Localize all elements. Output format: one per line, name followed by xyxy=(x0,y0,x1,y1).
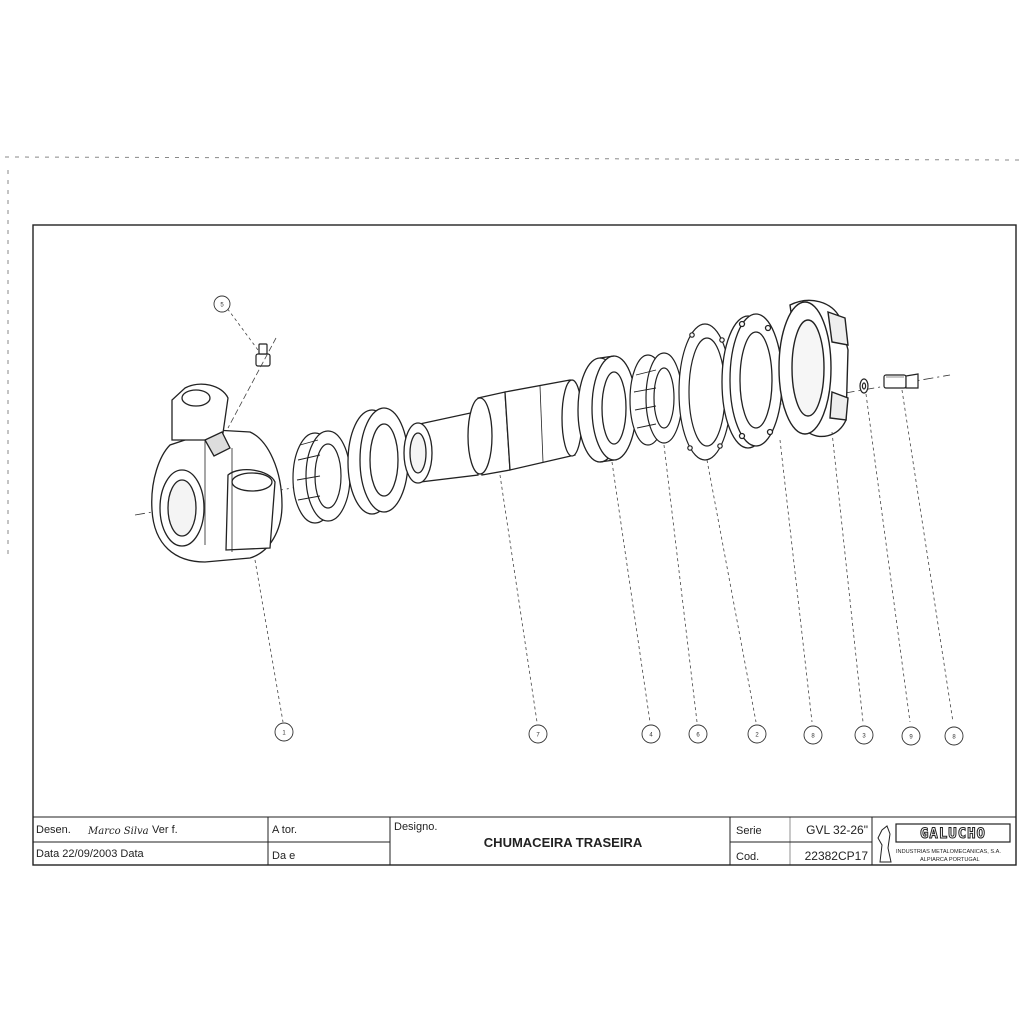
callout-2: 2 xyxy=(747,724,767,744)
callout-8a: 8 xyxy=(803,725,823,745)
designer-label: Desen. xyxy=(36,824,71,836)
callout-top: 5 xyxy=(213,295,231,313)
grease-nipple-part xyxy=(227,337,277,429)
approved-label: A tor. xyxy=(272,824,297,836)
callout-3-label: 3 xyxy=(862,734,866,740)
company-logo: GALUCHO INDUSTRIAS METALOMECANICAS, S.A.… xyxy=(877,823,1011,863)
callout-8b: 8 xyxy=(944,726,964,746)
series-label: Serie xyxy=(736,825,762,837)
series-value: GVL 32-26" xyxy=(806,823,868,837)
cover-flange-part xyxy=(721,313,783,449)
spacer-ring-part xyxy=(577,355,637,463)
callout-9: 9 xyxy=(901,726,921,746)
callout-2-label: 2 xyxy=(755,733,759,739)
callout-7: 7 xyxy=(528,724,548,744)
callout-1: 1 xyxy=(274,722,294,742)
callout-4: 4 xyxy=(641,724,661,744)
code-value: 22382CP17 xyxy=(805,849,869,863)
date-row: Data 22/09/2003 Data xyxy=(36,848,145,860)
title-block: Desen. Marco Silva Ver f. A tor. Data 22… xyxy=(33,816,1016,865)
company-logo-text: GALUCHO xyxy=(920,826,986,842)
rooster-emblem-icon xyxy=(877,825,892,863)
bearing-housing-part xyxy=(151,383,283,563)
title-block-grid xyxy=(33,816,1016,865)
designer-signature: Marco Silva xyxy=(87,826,149,837)
callout-4-label: 4 xyxy=(649,733,653,739)
callout-circle xyxy=(213,295,231,313)
code-label: Cod. xyxy=(736,851,759,863)
drawing-title: CHUMACEIRA TRASEIRA xyxy=(484,835,643,850)
leader-lines xyxy=(223,303,954,723)
callout-3: 3 xyxy=(854,725,874,745)
date-label: Da e xyxy=(272,850,295,862)
washer-part xyxy=(859,378,869,394)
callout-8a-label: 8 xyxy=(811,734,815,740)
gasket-part xyxy=(678,323,732,461)
verified-label: Ver f. xyxy=(152,824,178,836)
callout-8b-label: 8 xyxy=(952,735,956,741)
end-cap-part xyxy=(778,299,849,438)
shaft-sleeve-part xyxy=(403,379,583,484)
company-name-line1: INDUSTRIAS METALOMECANICAS, S.A. xyxy=(896,849,1001,855)
bolt-part xyxy=(883,373,919,389)
company-name-line2: ALPIARCA PORTUGAL xyxy=(920,857,980,863)
callout-7-label: 7 xyxy=(536,733,540,739)
callout-9-label: 9 xyxy=(909,735,913,741)
drawing-frame xyxy=(32,224,1017,866)
callout-label: 5 xyxy=(220,303,224,309)
threaded-ring-part xyxy=(292,430,351,524)
callout-1-label: 1 xyxy=(282,731,286,737)
callout-row: 1 7 4 6 2 8 3 9 xyxy=(274,722,964,746)
callout-6-label: 6 xyxy=(696,733,700,739)
flange-ring-part xyxy=(347,407,409,515)
designation-label: Designo. xyxy=(394,821,437,833)
threaded-bushing-part xyxy=(629,352,683,446)
callout-6: 6 xyxy=(688,724,708,744)
